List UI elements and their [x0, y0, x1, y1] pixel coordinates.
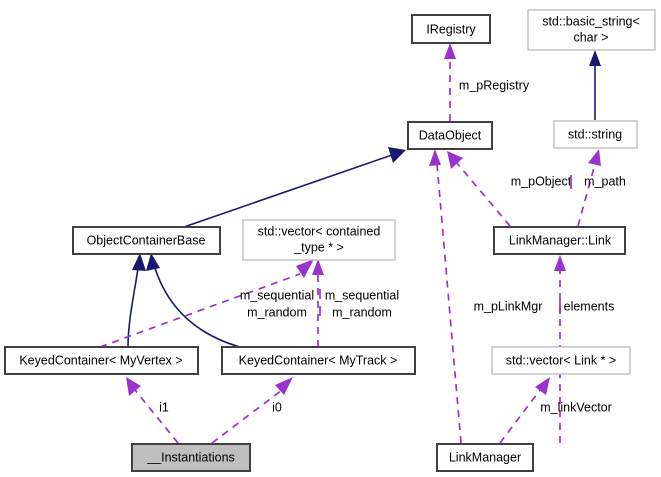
class-label-instantiations: __Instantiations: [146, 450, 235, 464]
class-box-keyed-myvertex[interactable]: [4, 346, 199, 375]
class-box-vector-contained[interactable]: [242, 219, 396, 261]
class-node-keyed-myvertex[interactable]: KeyedContainer< MyVertex >: [4, 346, 199, 375]
edge-label-m-path: m_path: [584, 174, 626, 188]
class-label-basic-string-line2: char >: [573, 30, 608, 44]
class-box-objectcontainerbase[interactable]: [72, 226, 221, 255]
edge-label-m-linkvector: m_linkVector: [540, 400, 612, 414]
class-node-linkmanager-link[interactable]: LinkManager::Link: [493, 226, 626, 255]
edge-label-m-pobject: m_pObject: [511, 174, 572, 188]
edge-label-m-random-right: m_random: [332, 305, 392, 319]
edge-layer: [99, 43, 601, 444]
class-box-keyed-mytrack[interactable]: [221, 346, 416, 375]
edge-keyedtrack-to-objectcontainerbase: [146, 253, 281, 355]
edge-instantiations-to-keyedvertex: [126, 377, 179, 444]
edge-label-m-plinkmgr: m_pLinkMgr: [474, 299, 543, 313]
edge-label-elements: elements: [564, 299, 615, 313]
edge-label-m-random-left: m_random: [247, 305, 307, 319]
class-label-std-string: std::string: [568, 127, 622, 141]
edge-link-to-dataobject: [447, 151, 511, 227]
class-node-vector-contained[interactable]: std::vector< contained _type * >: [242, 219, 396, 261]
class-label-iregistry: IRegistry: [426, 22, 476, 36]
class-node-vector-link-ptr[interactable]: std::vector< Link * >: [491, 346, 631, 375]
class-label-keyed-myvertex: KeyedContainer< MyVertex >: [19, 353, 182, 367]
class-node-objectcontainerbase[interactable]: ObjectContainerBase: [72, 226, 221, 255]
class-box-linkmanager[interactable]: [436, 443, 534, 472]
class-label-keyed-mytrack: KeyedContainer< MyTrack >: [239, 353, 398, 367]
class-node-instantiations[interactable]: __Instantiations: [131, 443, 251, 472]
edge-label-m-pregistry: m_pRegistry: [459, 78, 530, 92]
class-node-std-string[interactable]: std::string: [553, 120, 638, 149]
class-node-dataobject[interactable]: DataObject: [407, 121, 493, 150]
edge-objectcontainerbase-to-dataobject: [183, 147, 406, 228]
edge-label-i0: i0: [272, 400, 282, 414]
edge-instantiations-to-keyedtrack: [211, 377, 293, 444]
class-label-vector-link-ptr: std::vector< Link * >: [506, 353, 616, 367]
class-label-vector-contained-line1: std::vector< contained: [258, 224, 381, 238]
edge-linkmanager-to-vectorlink: [499, 377, 550, 444]
class-node-linkmanager[interactable]: LinkManager: [436, 443, 534, 472]
class-box-std-string[interactable]: [553, 120, 638, 149]
class-box-iregistry[interactable]: [411, 14, 491, 44]
edge-label-m-sequential-right: m_sequential: [325, 288, 399, 302]
class-label-objectcontainerbase: ObjectContainerBase: [87, 233, 206, 247]
class-box-linkmanager-link[interactable]: [493, 226, 626, 255]
class-node-keyed-mytrack[interactable]: KeyedContainer< MyTrack >: [221, 346, 416, 375]
class-label-vector-contained-line2: _type * >: [293, 240, 344, 254]
class-label-dataobject: DataObject: [419, 128, 482, 142]
class-node-basic-string[interactable]: std::basic_string< char >: [527, 9, 656, 51]
edge-dataobject-to-iregistry: [444, 43, 456, 121]
edge-keyedvertex-to-objectcontainerbase: [127, 253, 146, 348]
edge-link-to-stdstring: [577, 149, 601, 227]
edge-keyedvertex-to-vectorcontained: [99, 259, 314, 348]
class-label-linkmanager-link: LinkManager::Link: [509, 233, 612, 247]
edge-label-m-sequential-left: m_sequential: [240, 288, 314, 302]
edge-stdstring-to-basicstring: [589, 50, 601, 120]
edge-label-layer: m_pRegistry m_pObject m_path m_sequentia…: [159, 78, 626, 414]
class-box-instantiations[interactable]: [131, 443, 251, 472]
class-node-iregistry[interactable]: IRegistry: [411, 14, 491, 44]
node-layer: IRegistry std::basic_string< char > Data…: [4, 9, 656, 472]
class-box-vector-link-ptr[interactable]: [491, 346, 631, 375]
class-label-linkmanager: LinkManager: [449, 450, 521, 464]
class-label-basic-string-line1: std::basic_string<: [542, 14, 640, 28]
edge-keyedtrack-to-vectorcontained: [312, 259, 324, 347]
class-box-dataobject[interactable]: [407, 121, 493, 150]
edge-label-i1: i1: [159, 400, 169, 414]
class-box-basic-string[interactable]: [527, 9, 656, 51]
edge-linkmanager-to-dataobject: [429, 149, 462, 444]
